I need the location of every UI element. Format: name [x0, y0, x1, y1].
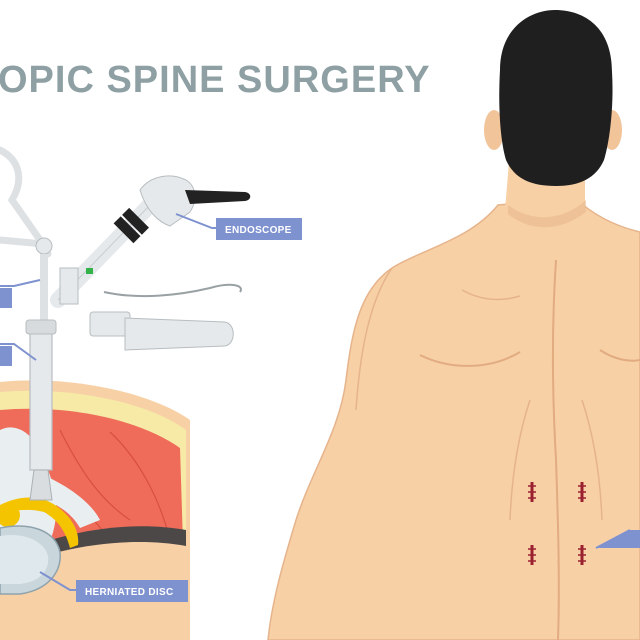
endoscope-label: ENDOSCOPE — [175, 213, 302, 240]
patient-torso — [267, 197, 640, 640]
offscreen-label-1 — [0, 279, 41, 308]
offscreen-label-2 — [0, 343, 37, 366]
endoscope-device — [0, 146, 251, 501]
incision-marks — [528, 482, 586, 565]
surgical-tube — [29, 329, 53, 471]
spinal-nerve — [0, 497, 79, 548]
patient-figure — [267, 10, 640, 640]
herniated-disc-label: HERNIATED DISC — [39, 571, 188, 602]
spine-line — [552, 259, 560, 640]
incision-pointer — [598, 530, 640, 548]
endoscope-label-text: ENDOSCOPE — [225, 225, 292, 236]
patient-hair — [499, 10, 613, 186]
page-title: OPIC SPINE SURGERY — [0, 59, 431, 101]
patient-left-ear — [484, 110, 504, 150]
herniated-disc-label-text: HERNIATED DISC — [85, 587, 173, 598]
